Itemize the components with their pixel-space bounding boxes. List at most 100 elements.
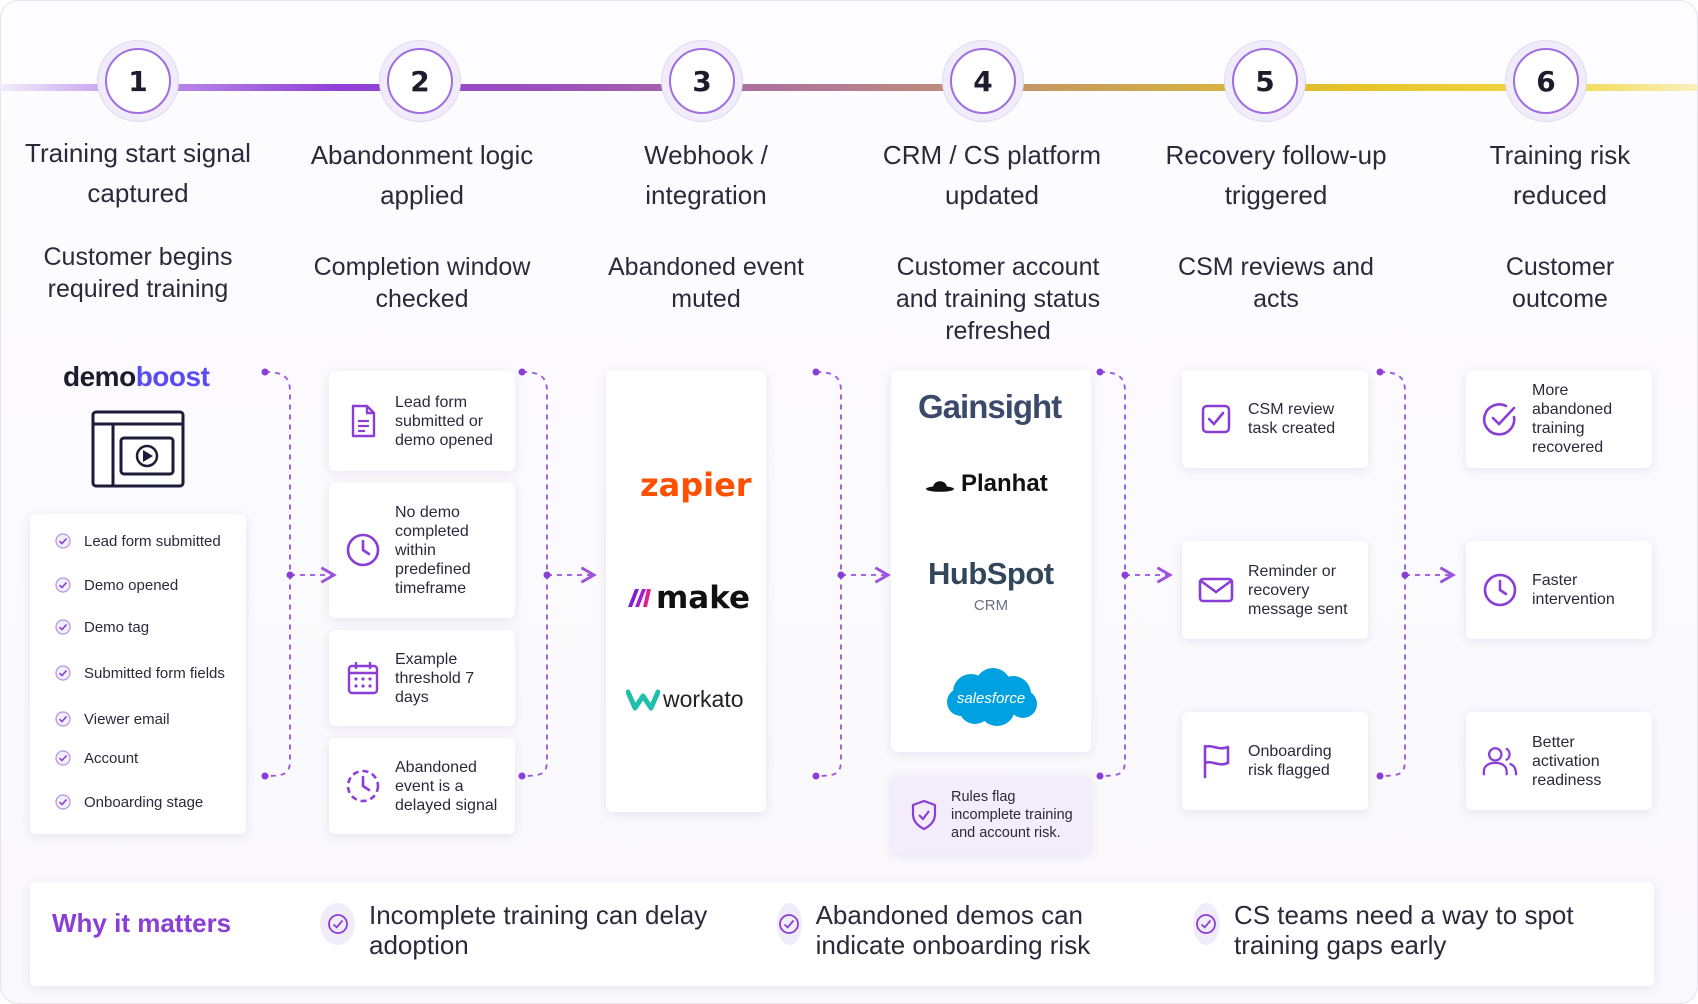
- check-circle-icon: [55, 794, 71, 810]
- checklist-label: Account: [84, 749, 139, 767]
- step-2-title: Abandonment logic applied: [310, 140, 534, 210]
- training-data-panel: Lead form submitted Demo opened Demo tag…: [30, 514, 246, 834]
- step-3-circle: 3: [661, 40, 743, 122]
- logic-card-text: No demo completed within predefined time…: [395, 503, 471, 597]
- delayed-clock-icon: [345, 768, 381, 804]
- step-6-subtitle: Customer outcome: [1505, 253, 1615, 313]
- step-1-number: 1: [105, 48, 171, 114]
- outcome-card-text: Faster intervention: [1532, 572, 1615, 608]
- check-circle-icon: [55, 533, 71, 549]
- checklist-item: Lead form submitted: [54, 532, 221, 550]
- reason-text: Abandoned demos can indicate onboarding …: [815, 900, 1091, 960]
- svg-text:salesforce: salesforce: [957, 690, 1025, 707]
- outcome-card-1: More abandoned training recovered: [1466, 370, 1652, 468]
- logic-card-3: Example threshold 7 days: [329, 630, 515, 726]
- demoboost-logo: demoboost: [63, 361, 210, 393]
- shield-check-icon: [909, 797, 939, 833]
- salesforce-logo: salesforce: [941, 666, 1041, 730]
- zapier-logo: zapier: [640, 466, 752, 504]
- followup-card-1: CSM review task created: [1182, 370, 1368, 468]
- flag-icon: [1198, 743, 1234, 779]
- outcome-card-text: Better activation readiness: [1532, 733, 1602, 789]
- step-4-number: 4: [950, 48, 1016, 114]
- step-1-subtitle: Customer begins required training: [43, 243, 233, 303]
- followup-card-text: Reminder or recovery message sent: [1248, 562, 1348, 618]
- checklist-item: Viewer email: [54, 710, 170, 728]
- connector-1: [264, 371, 291, 777]
- step-6-circle: 6: [1505, 40, 1587, 122]
- followup-card-2: Reminder or recovery message sent: [1182, 541, 1368, 639]
- check-circle-icon: [55, 577, 71, 593]
- check-circle-icon: [1193, 903, 1220, 945]
- workato-logo: workato: [626, 686, 744, 713]
- step-4-subtitle: Customer account and training status ref…: [895, 253, 1101, 345]
- step-5-subtitle: CSM reviews and acts: [1178, 253, 1374, 313]
- clock-icon: [345, 532, 381, 568]
- calendar-icon: [345, 660, 381, 696]
- reason-text: Incomplete training can delay adoption: [369, 900, 708, 960]
- check-circle-icon: [55, 619, 71, 635]
- planhat-logo: Planhat: [925, 470, 1048, 498]
- document-icon: [345, 403, 381, 439]
- hubspot-crm-label: CRM: [973, 597, 1009, 614]
- step-4-title: CRM / CS platform updated: [882, 140, 1102, 210]
- progress-track: [0, 84, 1698, 91]
- checklist-item: Demo opened: [54, 576, 178, 594]
- logic-card-text: Abandoned event is a delayed signal: [395, 758, 498, 814]
- step-5-number: 5: [1232, 48, 1298, 114]
- check-circle-icon: [55, 750, 71, 766]
- reason-text: CS teams need a way to spot training gap…: [1233, 900, 1574, 960]
- step-2-number: 2: [387, 48, 453, 114]
- step-4-circle: 4: [942, 40, 1024, 122]
- checklist-label: Demo tag: [84, 618, 150, 636]
- checklist-label: Viewer email: [84, 710, 170, 728]
- check-circle-icon: [777, 903, 802, 945]
- checklist-item: Onboarding stage: [54, 793, 203, 811]
- connector-3: [815, 371, 842, 777]
- checklist-item: Account: [54, 749, 138, 767]
- task-check-icon: [1198, 401, 1234, 437]
- mail-icon: [1198, 572, 1234, 608]
- demoboost-logo-demo: demo: [63, 361, 136, 392]
- check-circle-icon: [55, 665, 71, 681]
- why-it-matters-bar: Why it matters Incomplete training can d…: [30, 882, 1654, 986]
- make-logo: make: [626, 580, 750, 616]
- check-circle-icon: [55, 711, 71, 727]
- check-circle-icon: [320, 903, 355, 945]
- hubspot-logo: HubSpot: [928, 556, 1054, 591]
- integrations-panel: zapier make workato: [606, 370, 766, 812]
- check-circle-icon: [1482, 401, 1518, 437]
- reason-item: Abandoned demos can indicate onboarding …: [777, 900, 1137, 960]
- checklist-label: Onboarding stage: [84, 793, 204, 811]
- outcome-card-2: Faster intervention: [1466, 541, 1652, 639]
- followup-card-text: CSM review task created: [1248, 401, 1336, 437]
- rules-card: Rules flag incomplete training and accou…: [891, 776, 1091, 854]
- video-player-icon: [91, 410, 185, 488]
- step-3-subtitle: Abandoned event muted: [607, 253, 804, 313]
- why-it-matters-label: Why it matters: [52, 908, 232, 938]
- checklist-item: Submitted form fields: [54, 664, 225, 682]
- logic-card-1: Lead form submitted or demo opened: [329, 371, 515, 471]
- checklist-label: Demo opened: [84, 576, 179, 594]
- outcome-card-3: Better activation readiness: [1466, 712, 1652, 810]
- clock-icon: [1482, 572, 1518, 608]
- logic-card-text: Example threshold 7 days: [395, 650, 475, 706]
- gainsight-logo: Gainsight: [918, 388, 1062, 425]
- connector-4: [1099, 371, 1126, 777]
- checklist-label: Lead form submitted: [84, 532, 221, 550]
- step-1-circle: 1: [97, 40, 179, 122]
- step-6-title: Training risk reduced: [1489, 140, 1631, 210]
- step-6-number: 6: [1513, 48, 1579, 114]
- outcome-card-text: More abandoned training recovered: [1532, 382, 1613, 456]
- demoboost-logo-boost: boost: [135, 361, 210, 392]
- reason-item: CS teams need a way to spot training gap…: [1193, 900, 1593, 960]
- step-2-circle: 2: [379, 40, 461, 122]
- step-3-title: Webhook / integration: [644, 140, 768, 210]
- checklist-label: Submitted form fields: [84, 664, 225, 682]
- step-5-circle: 5: [1224, 40, 1306, 122]
- step-5-title: Recovery follow-up triggered: [1165, 140, 1387, 210]
- step-1-title: Training start signal captured: [25, 138, 251, 208]
- reason-item: Incomplete training can delay adoption: [320, 900, 740, 960]
